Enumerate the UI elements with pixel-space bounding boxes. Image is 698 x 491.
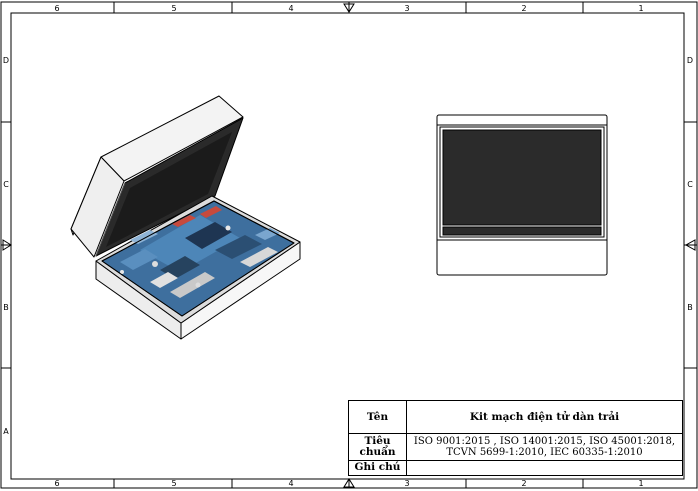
note-label: Ghi chú	[348, 459, 407, 477]
lid-outer-left	[70, 156, 125, 258]
zone-label: A	[3, 427, 9, 436]
isometric-view	[70, 95, 301, 340]
name-value: Kit mạch điện tử dàn trải	[406, 399, 683, 435]
name-label: Tên	[348, 399, 407, 435]
zone-label: B	[687, 303, 693, 312]
title-block: Tên Kit mạch điện tử dàn trải Tiêu chuẩn…	[348, 399, 683, 477]
zone-labels-bottom: 6 5 4 3 2 1	[54, 479, 643, 488]
zone-label: 4	[288, 4, 293, 13]
zone-label: D	[687, 56, 693, 65]
zone-label: 3	[404, 4, 409, 13]
zone-label: 1	[638, 4, 643, 13]
zone-label: 6	[54, 479, 59, 488]
zone-label: D	[3, 56, 9, 65]
zone-label: 5	[171, 479, 176, 488]
screen-bottom-strip	[442, 226, 602, 236]
zone-label: C	[3, 180, 9, 189]
zone-label: 5	[171, 4, 176, 13]
zone-label: B	[3, 303, 9, 312]
standard-value: ISO 9001:2015 , ISO 14001:2015, ISO 4500…	[406, 433, 683, 461]
zone-label: 1	[638, 479, 643, 488]
zone-labels-top: 6 5 4 3 2 1	[54, 4, 643, 13]
standard-label: Tiêu chuẩn	[348, 433, 407, 461]
center-marks	[2, 3, 696, 488]
front-view	[436, 114, 608, 276]
note-value	[406, 459, 683, 477]
zone-label: 4	[288, 479, 293, 488]
zone-label: 3	[404, 479, 409, 488]
zone-label: 6	[54, 4, 59, 13]
zone-labels-left: D C B A	[3, 56, 9, 436]
inner-border	[10, 12, 685, 480]
lid-inner-shade	[106, 132, 232, 247]
zone-label: 2	[521, 479, 526, 488]
zone-labels-right: D C B	[687, 56, 693, 312]
screen	[442, 129, 602, 226]
zone-label: 2	[521, 4, 526, 13]
zone-label: C	[687, 180, 693, 189]
